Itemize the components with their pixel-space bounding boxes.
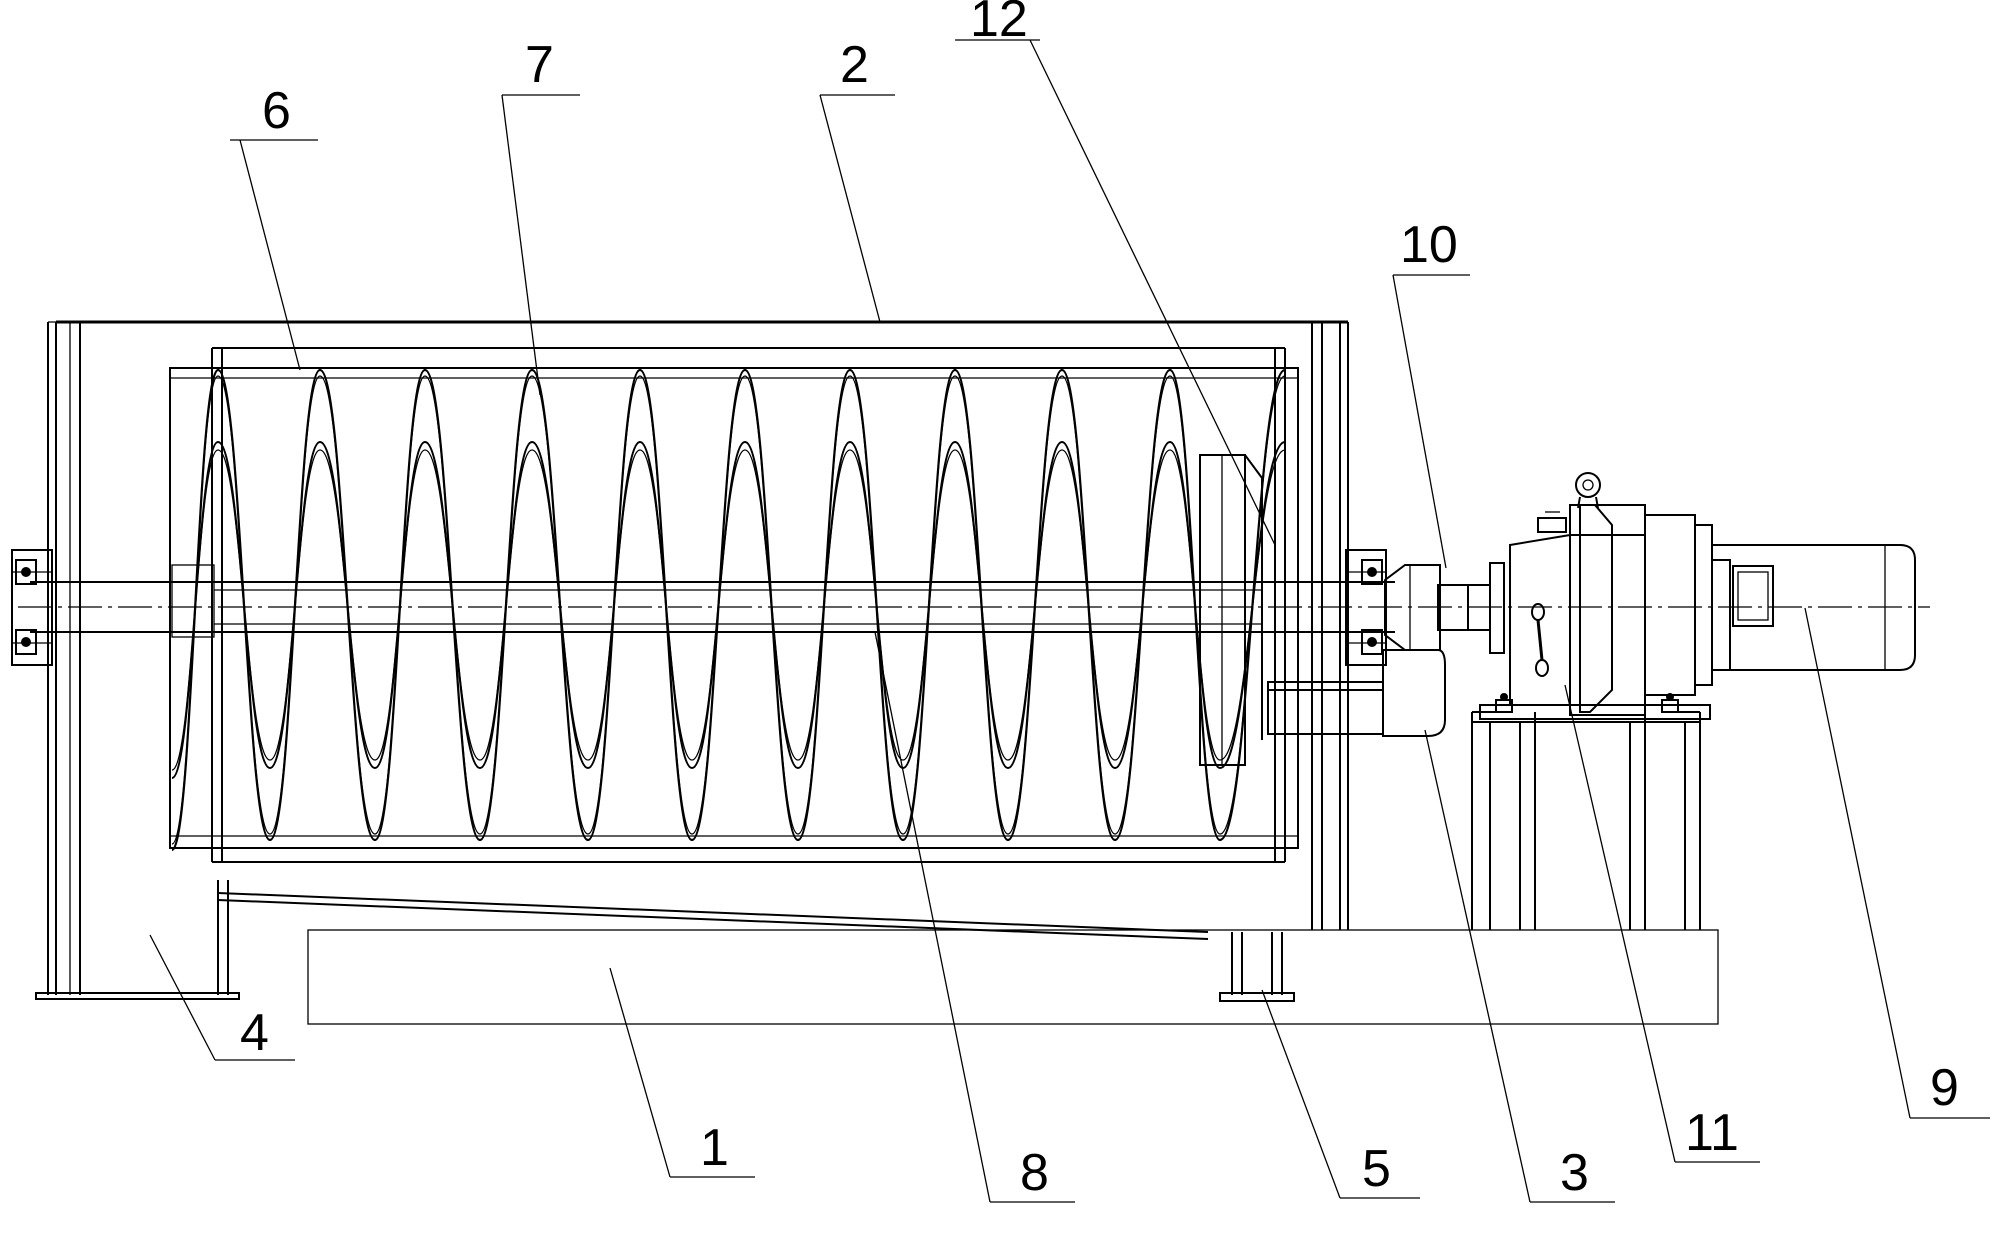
drive-stand: [1471, 711, 1701, 930]
inner-drum: [169, 347, 1299, 863]
discharge-chute: [1267, 649, 1446, 737]
right-support-leg: [1219, 932, 1295, 1002]
screw-blades: [170, 368, 1286, 852]
label-5: 5: [1362, 1140, 1391, 1198]
label-8: 8: [1020, 1144, 1049, 1202]
left-support-leg: [35, 321, 1209, 1000]
motor: [1711, 544, 1916, 671]
label-2: 2: [840, 36, 869, 94]
label-6: 6: [262, 82, 291, 140]
gear-reducer: [1479, 472, 1713, 720]
label-1: 1: [700, 1119, 729, 1177]
label-9: 9: [1930, 1059, 1959, 1117]
leader-lines: [149, 39, 1990, 1203]
label-10: 10: [1400, 216, 1458, 274]
label-7: 7: [525, 36, 554, 94]
label-4: 4: [240, 1004, 269, 1062]
screw-blade-edge-1: [170, 368, 1286, 852]
main-shaft: [18, 581, 1930, 633]
label-11: 11: [1685, 1104, 1739, 1162]
outer-housing: [56, 320, 1349, 930]
base-frame: [307, 929, 1719, 1025]
screw-blade-edge-2: [171, 375, 1286, 845]
coupling: [1384, 562, 1505, 654]
label-3: 3: [1560, 1144, 1589, 1202]
label-12: 12: [970, 0, 1028, 48]
screw-blade-edge-4: [171, 449, 1286, 771]
left-bearing: [11, 549, 53, 666]
